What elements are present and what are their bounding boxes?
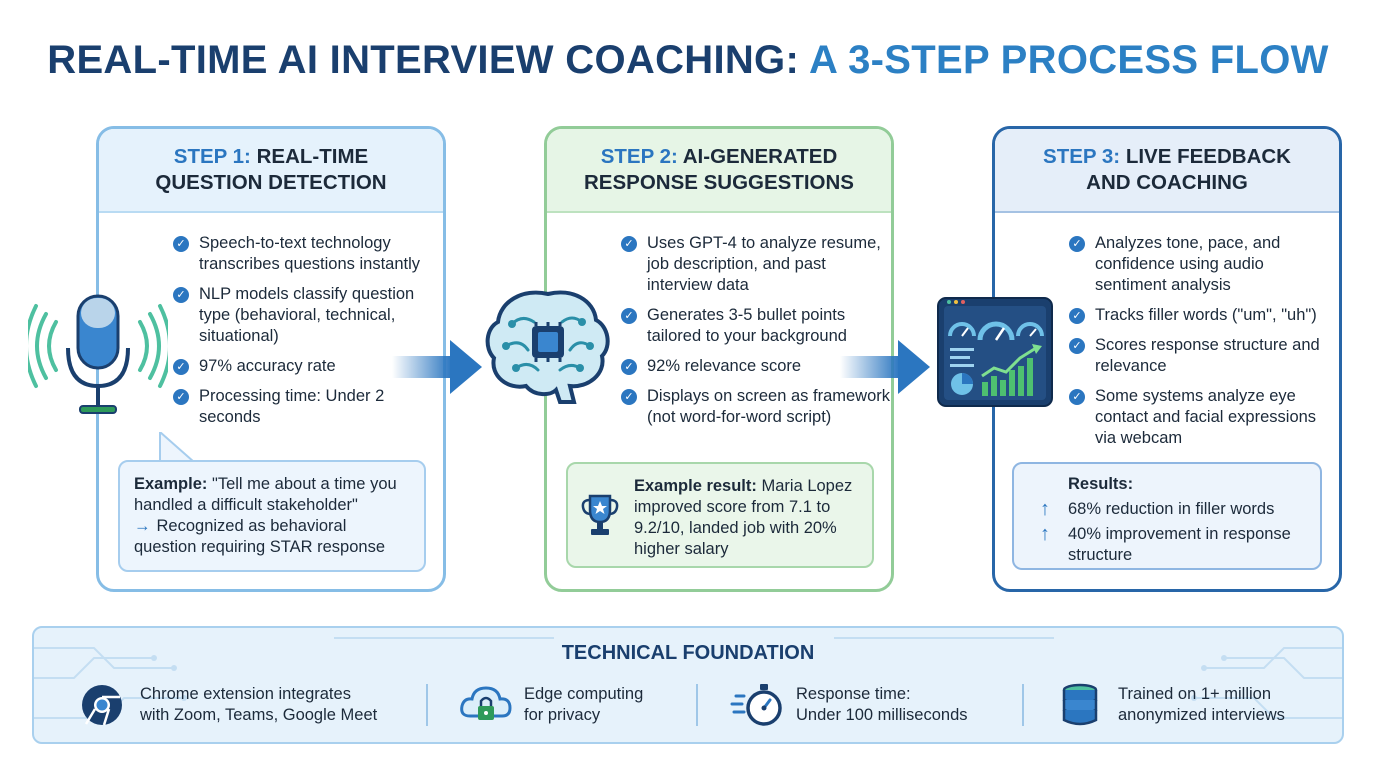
- check-icon: ✓: [173, 236, 189, 252]
- check-icon: ✓: [173, 359, 189, 375]
- step-1-example-box: Example: "Tell me about a time you handl…: [118, 460, 426, 572]
- foundation-item-line2: for privacy: [524, 706, 601, 724]
- step-3-bullets: ✓Analyzes tone, pace, and confidence usi…: [1069, 233, 1339, 458]
- divider: [426, 684, 428, 726]
- step-2-header: STEP 2: AI-GENERATED RESPONSE SUGGESTION…: [547, 129, 891, 213]
- check-icon: ✓: [621, 359, 637, 375]
- example-label: Example:: [134, 475, 208, 493]
- step-1-title-line2: QUESTION DETECTION: [155, 171, 387, 194]
- foundation-item-response-time: Response time: Under 100 milliseconds: [730, 680, 968, 730]
- chrome-icon: [82, 685, 122, 726]
- result-label: Example result:: [634, 477, 757, 495]
- step-3-results-box: Results: ↑ 68% reduction in filler words…: [1012, 462, 1322, 570]
- brain-chip-icon: [485, 290, 610, 404]
- check-icon: ✓: [621, 308, 637, 324]
- result-text: Maria Lopez improved score from 7.1 to 9…: [634, 477, 853, 558]
- list-item: ↑ 68% reduction in filler words: [1040, 498, 1275, 520]
- step-2-title-line1: AI-GENERATED: [682, 145, 838, 168]
- list-item: ✓NLP models classify question type (beha…: [173, 284, 443, 347]
- foundation-item-line1: Edge computing: [524, 685, 644, 703]
- list-item: ✓Processing time: Under 2 seconds: [173, 386, 443, 428]
- foundation-item-line1: Chrome extension integrates: [140, 685, 351, 703]
- microphone-icon: [28, 294, 168, 414]
- results-label: Results:: [1068, 475, 1134, 493]
- arrow-right-icon: →: [134, 517, 151, 535]
- divider: [1022, 684, 1024, 726]
- foundation-item-line2: anonymized interviews: [1118, 706, 1285, 724]
- step-1-header: STEP 1: REAL-TIME QUESTION DETECTION: [99, 129, 443, 213]
- title-part-1: REAL-TIME AI INTERVIEW COACHING:: [47, 38, 810, 82]
- arrow-up-icon: ↑: [1040, 498, 1050, 520]
- step-1-title-line1: REAL-TIME: [256, 145, 369, 168]
- foundation-item-edge: Edge computing for privacy: [458, 680, 643, 730]
- foundation-item-line1: Trained on 1+ million: [1118, 685, 1272, 703]
- step-2-title-line2: RESPONSE SUGGESTIONS: [584, 171, 854, 194]
- list-item: ✓Some systems analyze eye contact and fa…: [1069, 386, 1339, 449]
- check-icon: ✓: [1069, 338, 1085, 354]
- example-text: "Tell me about a time you handled a diff…: [134, 475, 397, 514]
- list-item: ↑ 40% improvement in response structure: [1040, 523, 1291, 565]
- title-part-2: A 3-STEP PROCESS FLOW: [809, 38, 1329, 82]
- foundation-title: TECHNICAL FOUNDATION: [561, 642, 815, 664]
- check-icon: ✓: [1069, 308, 1085, 324]
- foundation-item-line1: Response time:: [796, 685, 911, 703]
- list-item: ✓Generates 3-5 bullet points tailored to…: [621, 305, 891, 347]
- divider: [696, 684, 698, 726]
- step-2-label: STEP 2:: [600, 145, 678, 168]
- list-item: ✓Uses GPT-4 to analyze resume, job descr…: [621, 233, 891, 296]
- list-item: ✓Speech-to-text technology transcribes q…: [173, 233, 443, 275]
- list-item: ✓Displays on screen as framework (not wo…: [621, 386, 891, 428]
- step-2-result-box: Example result: Maria Lopez improved sco…: [566, 462, 874, 568]
- foundation-item-training: Trained on 1+ million anonymized intervi…: [1052, 680, 1285, 730]
- foundation-item-line2: with Zoom, Teams, Google Meet: [140, 706, 378, 724]
- step-3-title-line2: AND COACHING: [1086, 171, 1248, 194]
- step-3-label: STEP 3:: [1043, 145, 1121, 168]
- list-item: ✓97% accuracy rate: [173, 356, 443, 377]
- step-1-label: STEP 1:: [173, 145, 251, 168]
- foundation-item-line2: Under 100 milliseconds: [796, 706, 968, 724]
- dashboard-icon: [937, 297, 1053, 407]
- check-icon: ✓: [621, 389, 637, 405]
- trophy-icon: [581, 494, 619, 535]
- page-title: REAL-TIME AI INTERVIEW COACHING: A 3-STE…: [0, 38, 1376, 83]
- check-icon: ✓: [173, 389, 189, 405]
- list-item: ✓Analyzes tone, pace, and confidence usi…: [1069, 233, 1339, 296]
- database-icon: [1062, 683, 1098, 726]
- stopwatch-icon: [730, 684, 782, 726]
- check-icon: ✓: [173, 287, 189, 303]
- flow-arrow-icon: [840, 340, 930, 394]
- check-icon: ✓: [1069, 236, 1085, 252]
- step-3-header: STEP 3: LIVE FEEDBACK AND COACHING: [995, 129, 1339, 213]
- cloud-lock-icon: [460, 686, 512, 720]
- list-item: ✓92% relevance score: [621, 356, 891, 377]
- list-item: ✓Tracks filler words ("um", "uh"): [1069, 305, 1339, 326]
- check-icon: ✓: [1069, 389, 1085, 405]
- flow-arrow-icon: [392, 340, 482, 394]
- example-result: Recognized as behavioral question requir…: [134, 517, 385, 556]
- arrow-up-icon: ↑: [1040, 523, 1050, 545]
- step-2-bullets: ✓Uses GPT-4 to analyze resume, job descr…: [621, 233, 891, 437]
- step-3-title-line1: LIVE FEEDBACK: [1125, 145, 1291, 168]
- step-1-bullets: ✓Speech-to-text technology transcribes q…: [173, 233, 443, 437]
- check-icon: ✓: [621, 236, 637, 252]
- technical-foundation-panel: TECHNICAL FOUNDATION Chrome extension in…: [32, 626, 1344, 744]
- foundation-item-chrome: Chrome extension integrates with Zoom, T…: [74, 680, 377, 730]
- list-item: ✓Scores response structure and relevance: [1069, 335, 1339, 377]
